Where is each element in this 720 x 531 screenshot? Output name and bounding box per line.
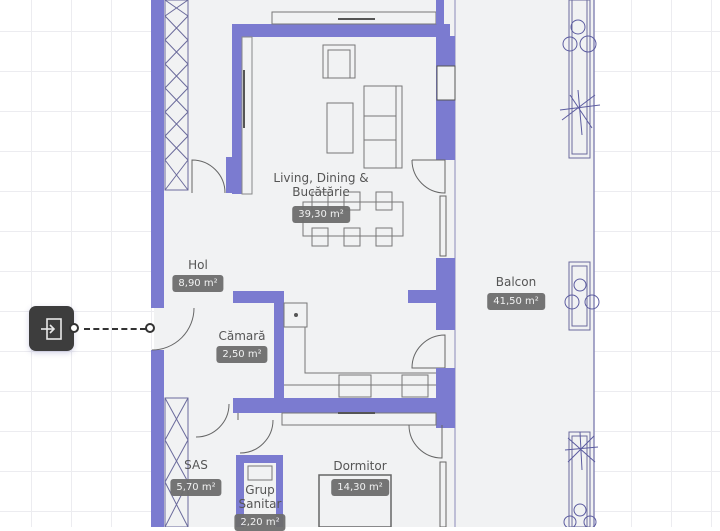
window bbox=[436, 65, 456, 101]
room-name-line2: Sanitar bbox=[238, 497, 282, 511]
wall bbox=[233, 398, 455, 413]
area-badge-grup-sanitar: 2,20 m² bbox=[234, 514, 286, 531]
room-label-grup-sanitar: Grup Sanitar bbox=[239, 483, 282, 511]
closet-bottom bbox=[164, 397, 189, 527]
room-label-sas: SAS bbox=[184, 458, 208, 472]
wall bbox=[436, 0, 444, 24]
sink bbox=[247, 465, 273, 481]
planter bbox=[568, 0, 591, 527]
closet-top bbox=[164, 0, 189, 191]
sink-drain bbox=[294, 313, 298, 317]
area-badge-living: 39,30 m² bbox=[292, 206, 350, 223]
wall bbox=[436, 258, 455, 330]
wall bbox=[233, 291, 283, 303]
door-balcony-1 bbox=[411, 159, 446, 194]
window bbox=[439, 461, 447, 527]
wall bbox=[232, 24, 450, 37]
bed bbox=[318, 474, 392, 527]
room-name-line2: Bucătărie bbox=[292, 185, 350, 199]
connector-node-end[interactable] bbox=[145, 323, 155, 333]
door-dormitor bbox=[408, 424, 443, 459]
room-label-camara: Cămară bbox=[218, 329, 266, 343]
area-badge-balcon: 41,50 m² bbox=[487, 293, 545, 310]
room-name: Living, Dining & bbox=[273, 171, 369, 185]
wall bbox=[151, 0, 164, 308]
connector-node-start[interactable] bbox=[69, 323, 79, 333]
door-entry bbox=[151, 307, 195, 351]
wall bbox=[226, 157, 233, 193]
area-badge-sas: 5,70 m² bbox=[170, 479, 222, 496]
door-sas bbox=[195, 403, 230, 438]
wall bbox=[274, 291, 284, 399]
plant-icon bbox=[559, 19, 601, 527]
tv-console bbox=[241, 36, 253, 195]
entry-button[interactable] bbox=[29, 306, 74, 351]
room-name: Grup bbox=[245, 483, 275, 497]
wall bbox=[236, 455, 244, 527]
area-badge-hol: 8,90 m² bbox=[172, 275, 224, 292]
door-hol bbox=[191, 159, 226, 194]
room-label-balcon: Balcon bbox=[495, 275, 537, 289]
wall bbox=[151, 350, 164, 527]
area-badge-camara: 2,50 m² bbox=[216, 346, 268, 363]
wall bbox=[232, 24, 242, 194]
wall bbox=[408, 290, 436, 303]
kitchen-counter bbox=[283, 302, 436, 398]
room-label-dormitor: Dormitor bbox=[333, 459, 387, 473]
room-label-living: Living, Dining & Bucătărie bbox=[273, 171, 368, 199]
room-label-hol: Hol bbox=[188, 258, 208, 272]
door-grup-sanitar bbox=[237, 413, 274, 454]
window bbox=[439, 195, 447, 257]
door-balcony-2 bbox=[411, 334, 446, 369]
wall bbox=[244, 455, 282, 463]
enter-door-icon bbox=[40, 317, 62, 340]
entry-connector-line bbox=[84, 328, 146, 330]
area-badge-dormitor: 14,30 m² bbox=[331, 479, 389, 496]
wall bbox=[276, 455, 283, 527]
floor-area bbox=[154, 0, 594, 527]
